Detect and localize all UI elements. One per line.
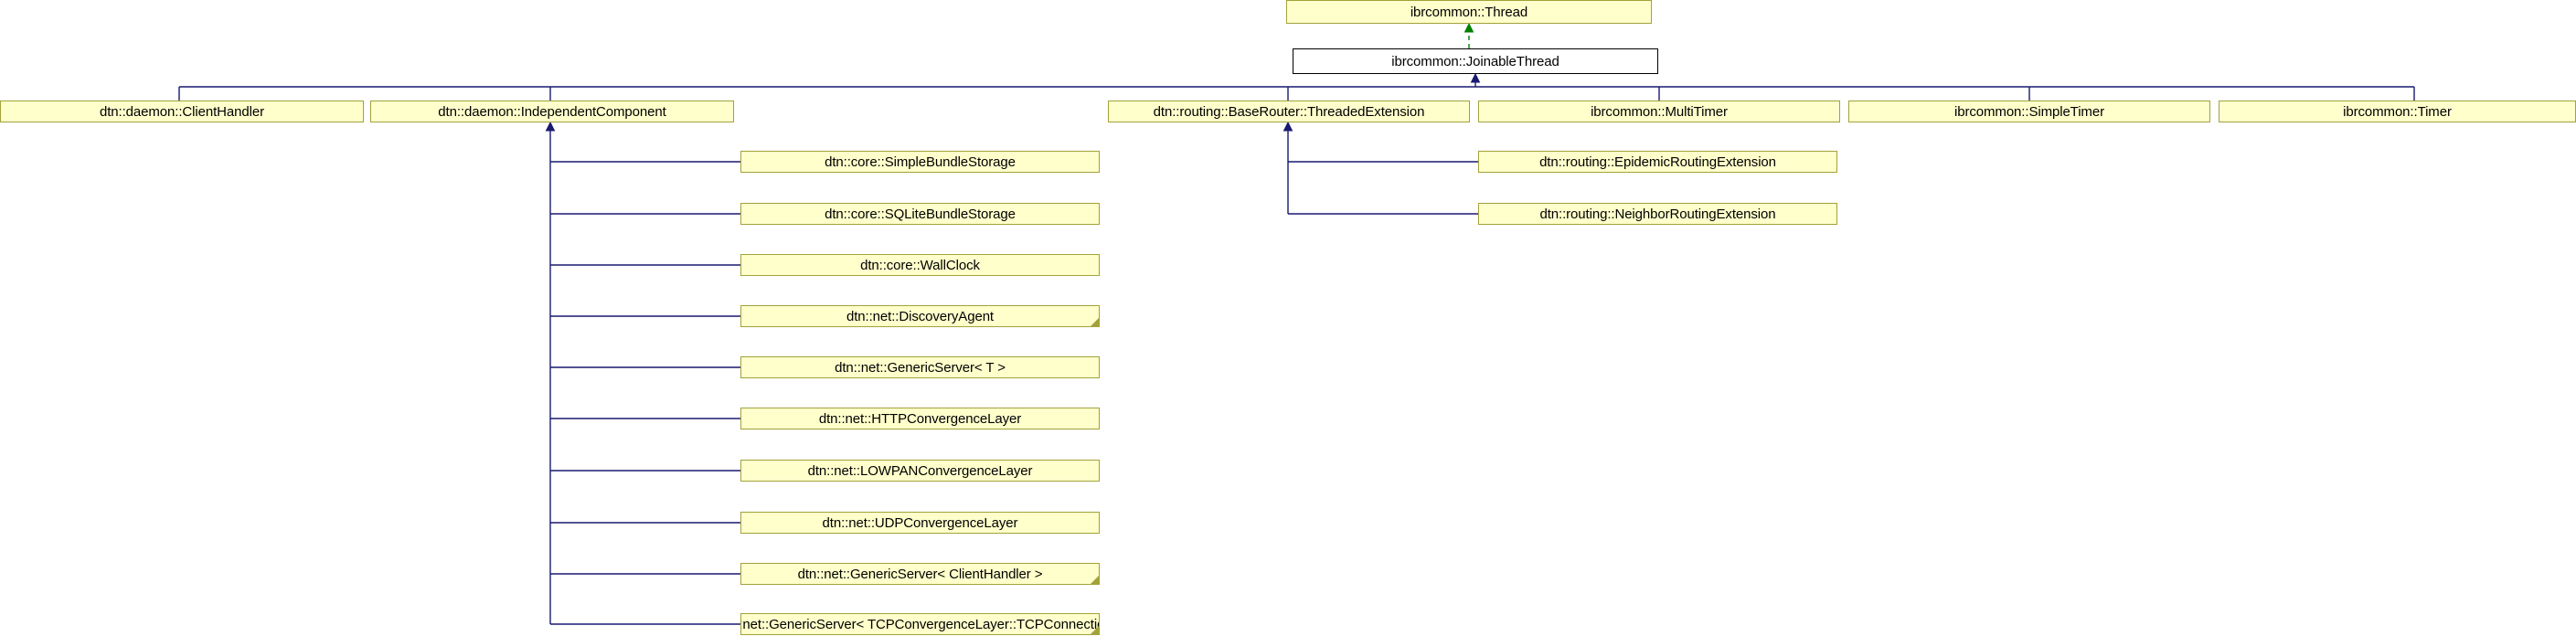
class-node-clienthandler[interactable]: dtn::daemon::ClientHandler <box>0 101 364 122</box>
class-node-label: dtn::routing::NeighborRoutingExtension <box>1539 206 1776 222</box>
class-node-label: ibrcommon::JoinableThread <box>1391 53 1559 69</box>
class-node-threadedextension[interactable]: dtn::routing::BaseRouter::ThreadedExtens… <box>1108 101 1470 122</box>
class-node-discoveryagent[interactable]: dtn::net::DiscoveryAgent <box>740 305 1100 327</box>
class-node-label: dtn::net::GenericServer< TCPConvergenceL… <box>741 616 1100 632</box>
class-node-label: dtn::net::GenericServer< T > <box>835 359 1006 376</box>
class-node-label: ibrcommon::MultiTimer <box>1591 103 1728 120</box>
class-node-multitimer[interactable]: ibrcommon::MultiTimer <box>1478 101 1840 122</box>
class-node-label: dtn::routing::BaseRouter::ThreadedExtens… <box>1153 103 1425 120</box>
class-node-simplebundle[interactable]: dtn::core::SimpleBundleStorage <box>740 151 1100 173</box>
class-node-label: dtn::core::WallClock <box>860 257 980 273</box>
inheritance-arrowhead-threadedextension <box>1283 121 1293 132</box>
class-node-timer[interactable]: ibrcommon::Timer <box>2219 101 2576 122</box>
class-node-udpcl[interactable]: dtn::net::UDPConvergenceLayer <box>740 512 1100 534</box>
class-node-independentcomp[interactable]: dtn::daemon::IndependentComponent <box>370 101 734 122</box>
class-node-label: ibrcommon::Thread <box>1410 4 1528 20</box>
inheritance-arrowhead-independentcomponent <box>545 121 556 132</box>
class-node-label: dtn::net::DiscoveryAgent <box>846 308 995 324</box>
class-node-neighborrouting[interactable]: dtn::routing::NeighborRoutingExtension <box>1478 203 1837 225</box>
class-node-sqlitebundle[interactable]: dtn::core::SQLiteBundleStorage <box>740 203 1100 225</box>
usage-arrowhead-thread <box>1464 22 1474 33</box>
class-node-label: dtn::net::LOWPANConvergenceLayer <box>807 462 1033 479</box>
class-node-label: dtn::net::HTTPConvergenceLayer <box>818 410 1022 427</box>
class-node-label: dtn::daemon::IndependentComponent <box>438 103 666 120</box>
class-node-label: dtn::core::SQLiteBundleStorage <box>825 206 1016 222</box>
class-node-epidemicrouting[interactable]: dtn::routing::EpidemicRoutingExtension <box>1478 151 1837 173</box>
class-node-label: dtn::net::UDPConvergenceLayer <box>822 514 1018 531</box>
class-node-httpcl[interactable]: dtn::net::HTTPConvergenceLayer <box>740 408 1100 429</box>
class-node-label: dtn::net::GenericServer< ClientHandler > <box>797 566 1043 582</box>
class-node-label: dtn::daemon::ClientHandler <box>99 103 264 120</box>
class-node-label: dtn::routing::EpidemicRoutingExtension <box>1539 154 1776 170</box>
class-node-thread[interactable]: ibrcommon::Thread <box>1286 0 1652 24</box>
class-node-label: dtn::core::SimpleBundleStorage <box>825 154 1016 170</box>
class-node-wallclock[interactable]: dtn::core::WallClock <box>740 254 1100 276</box>
class-node-joinablethread[interactable]: ibrcommon::JoinableThread <box>1293 48 1658 74</box>
class-node-genericserver_ch[interactable]: dtn::net::GenericServer< ClientHandler > <box>740 563 1100 585</box>
class-node-simpletimer[interactable]: ibrcommon::SimpleTimer <box>1848 101 2210 122</box>
class-node-label: ibrcommon::Timer <box>2343 103 2452 120</box>
class-node-lowpancl[interactable]: dtn::net::LOWPANConvergenceLayer <box>740 460 1100 482</box>
class-node-genericserver_tcp[interactable]: dtn::net::GenericServer< TCPConvergenceL… <box>740 613 1100 635</box>
class-node-genericserver_t[interactable]: dtn::net::GenericServer< T > <box>740 356 1100 378</box>
inheritance-arrowhead-joinablethread <box>1470 72 1481 83</box>
class-node-label: ibrcommon::SimpleTimer <box>1954 103 2104 120</box>
